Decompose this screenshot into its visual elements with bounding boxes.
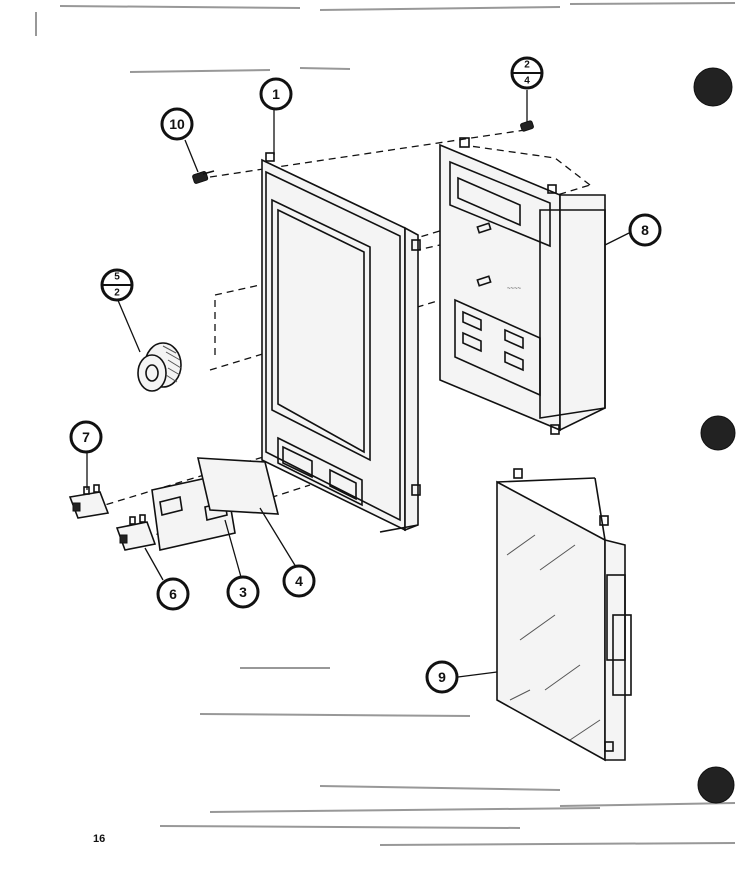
- callout-9-label: 9: [438, 669, 446, 685]
- binder-holes: [693, 67, 736, 804]
- screw-part-2-4: [520, 120, 534, 132]
- callout-1-label: 1: [272, 86, 280, 102]
- svg-text:~~~~: ~~~~: [507, 286, 522, 292]
- control-knob-part-5-2: [137, 342, 182, 392]
- switch-part-6: [115, 514, 157, 551]
- insulator-sheet-part-4: [196, 457, 280, 515]
- scan-artifacts: [35, 2, 736, 846]
- front-frame-part-1: [261, 152, 421, 533]
- callout-4: 4: [282, 564, 316, 598]
- callout-9: 9: [425, 660, 459, 694]
- callout-4-label: 4: [295, 573, 303, 589]
- callout-3-label: 3: [239, 584, 247, 600]
- callout-10-label: 10: [169, 116, 185, 132]
- callout-8-label: 8: [641, 222, 649, 238]
- screw-part-10: [192, 170, 215, 184]
- callout-5-2-top: 5: [114, 272, 120, 283]
- callout-2-4-bottom: 4: [524, 76, 530, 87]
- circuit-board-part-9: [496, 468, 632, 762]
- page-number: 16: [93, 833, 105, 845]
- callout-5-2: 5 2: [100, 268, 134, 302]
- callout-10: 10: [160, 107, 194, 141]
- callout-8: 8: [628, 213, 662, 247]
- callout-6: 6: [156, 577, 190, 611]
- callout-5-2-bottom: 2: [114, 288, 120, 299]
- callout-2-4: 2 4: [510, 56, 544, 90]
- switch-part-7: [68, 484, 110, 519]
- callout-7: 7: [69, 420, 103, 454]
- callout-1: 1: [259, 77, 293, 111]
- callout-7-label: 7: [82, 429, 90, 445]
- callout-6-label: 6: [169, 586, 177, 602]
- callout-3: 3: [226, 575, 260, 609]
- callout-2-4-top: 2: [524, 60, 530, 71]
- leader-lines: [86, 90, 630, 678]
- control-panel-part-8: ~~~~: [439, 137, 606, 435]
